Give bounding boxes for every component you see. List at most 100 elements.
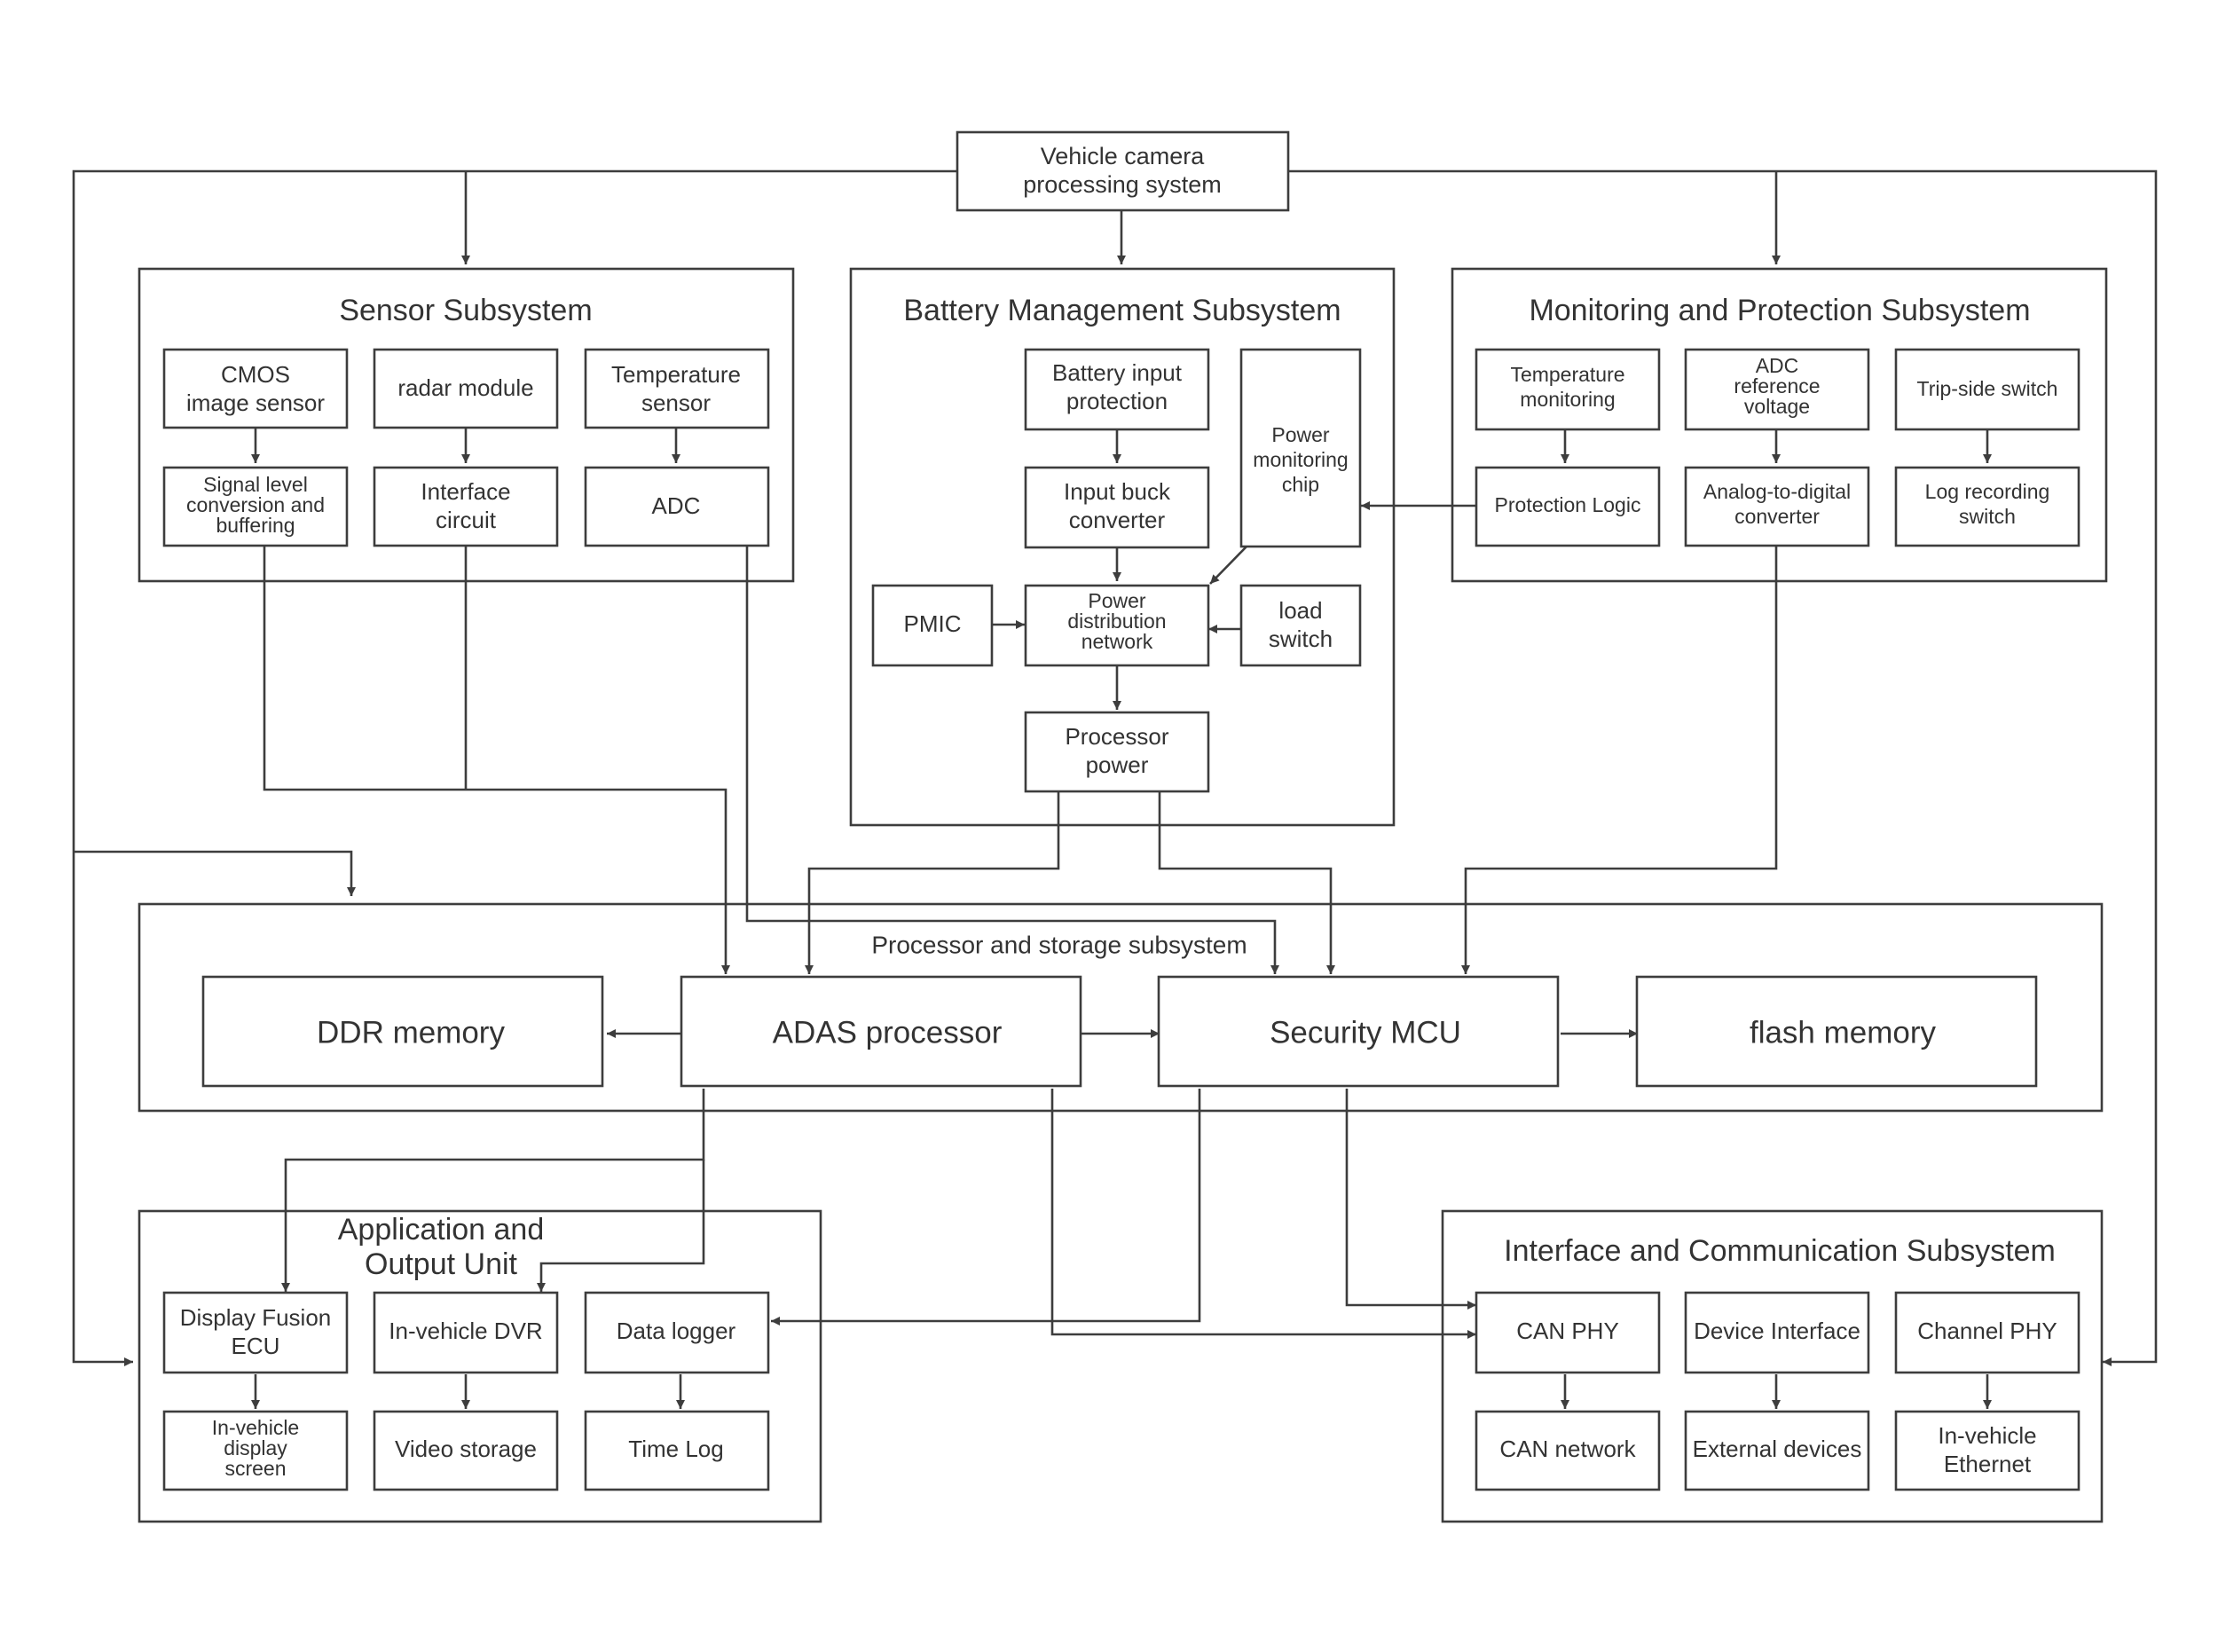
display-fusion-ecu-box: Display Fusion ECU bbox=[162, 1291, 349, 1374]
application-subsystem: Application and Output Unit Display Fusi… bbox=[138, 1209, 822, 1523]
monitoring-subsystem-title: Monitoring and Protection Subsystem bbox=[1529, 294, 2030, 327]
temperature-monitoring-box: Temperature monitoring bbox=[1475, 348, 1661, 431]
can-phy-label: CAN PHY bbox=[1516, 1318, 1619, 1344]
distribution-line1: Power bbox=[1088, 589, 1146, 612]
display-screen-box: In-vehicle display screen bbox=[162, 1410, 349, 1491]
can-network-label: CAN network bbox=[1499, 1436, 1636, 1462]
sensor-adc-label: ADC bbox=[652, 492, 701, 519]
time-log-label: Time Log bbox=[628, 1436, 723, 1462]
application-title-line1: Application and bbox=[338, 1213, 545, 1247]
connector-monitor-to-distribution bbox=[1209, 546, 1247, 585]
signal-level-line1: Signal level bbox=[203, 473, 308, 496]
connector-adc-to-mcu bbox=[745, 544, 1279, 974]
top-label-line2: processing system bbox=[1023, 171, 1222, 198]
radar-module-box: radar module bbox=[373, 348, 559, 429]
battery-protection-line1: Battery input bbox=[1052, 359, 1183, 386]
power-monitoring-line2: monitoring bbox=[1253, 448, 1348, 471]
load-switch-line1: load bbox=[1278, 597, 1322, 624]
cmos-label-line2: image sensor bbox=[186, 389, 325, 416]
signal-level-line2: conversion and bbox=[186, 493, 325, 516]
display-screen-line2: display bbox=[224, 1436, 287, 1459]
distribution-line2: distribution bbox=[1067, 610, 1166, 633]
flash-label: flash memory bbox=[1750, 1015, 1937, 1050]
data-logger-box: Data logger bbox=[584, 1291, 770, 1374]
ddr-memory-box: DDR memory bbox=[201, 975, 604, 1088]
ethernet-line1: In-vehicle bbox=[1938, 1422, 2036, 1449]
processor-subsystem-title: Processor and storage subsystem bbox=[871, 931, 1247, 958]
log-switch-line2: switch bbox=[1959, 505, 2016, 528]
external-devices-box: External devices bbox=[1684, 1410, 1870, 1491]
connector-adas-to-can bbox=[1050, 1089, 1476, 1339]
adas-processor-box: ADAS processor bbox=[680, 975, 1082, 1088]
connector-top-to-interface bbox=[1287, 169, 2158, 1366]
protection-logic-box: Protection Logic bbox=[1475, 466, 1661, 547]
distribution-line3: network bbox=[1081, 630, 1153, 653]
connector-adas-to-dvr bbox=[537, 1160, 705, 1292]
buck-line1: Input buck bbox=[1064, 478, 1171, 505]
interface-circuit-box: Interface circuit bbox=[373, 466, 559, 547]
adc-reference-line2: reference bbox=[1734, 374, 1820, 397]
interface-subsystem: Interface and Communication Subsystem CA… bbox=[1441, 1209, 2104, 1523]
video-storage-box: Video storage bbox=[373, 1410, 559, 1491]
mcu-label: Security MCU bbox=[1270, 1015, 1461, 1050]
sensor-adc-box: ADC bbox=[584, 466, 770, 547]
adc-converter-line2: converter bbox=[1734, 505, 1820, 528]
adc-reference-voltage-box: ADC reference voltage bbox=[1684, 348, 1870, 431]
top-label-line1: Vehicle camera bbox=[1041, 143, 1206, 169]
can-network-box: CAN network bbox=[1475, 1410, 1661, 1491]
display-screen-line1: In-vehicle bbox=[212, 1416, 299, 1439]
pmic-box: PMIC bbox=[871, 584, 994, 667]
temp-sensor-line2: sensor bbox=[641, 389, 711, 416]
trip-side-switch-box: Trip-side switch bbox=[1894, 348, 2080, 431]
log-switch-line1: Log recording bbox=[1925, 480, 2050, 503]
input-buck-converter-box: Input buck converter bbox=[1024, 466, 1210, 549]
display-screen-line3: screen bbox=[224, 1457, 286, 1480]
display-fusion-line1: Display Fusion bbox=[180, 1304, 332, 1331]
trip-switch-label: Trip-side switch bbox=[1917, 377, 2058, 400]
device-interface-label: Device Interface bbox=[1694, 1318, 1860, 1344]
can-phy-box: CAN PHY bbox=[1475, 1291, 1661, 1374]
video-storage-label: Video storage bbox=[395, 1436, 537, 1462]
power-monitoring-line3: chip bbox=[1282, 473, 1319, 496]
connector-adas-to-display bbox=[281, 1089, 705, 1292]
in-vehicle-dvr-box: In-vehicle DVR bbox=[373, 1291, 559, 1374]
adc-reference-line3: voltage bbox=[1744, 395, 1810, 418]
battery-subsystem: Battery Management Subsystem Battery inp… bbox=[849, 267, 1396, 827]
ethernet-line2: Ethernet bbox=[1944, 1451, 2032, 1477]
ddr-label: DDR memory bbox=[317, 1015, 505, 1050]
log-recording-switch-box: Log recording switch bbox=[1894, 466, 2080, 547]
cmos-label-line1: CMOS bbox=[221, 361, 290, 388]
temp-monitoring-line1: Temperature bbox=[1510, 363, 1624, 386]
buck-line2: converter bbox=[1069, 507, 1166, 533]
connector-power-to-mcu bbox=[1158, 791, 1335, 974]
connector-mcu-to-can bbox=[1345, 1089, 1476, 1310]
signal-level-line3: buffering bbox=[216, 514, 295, 537]
radar-label: radar module bbox=[397, 374, 533, 401]
power-monitoring-line1: Power bbox=[1271, 423, 1330, 446]
connector-top-to-processor bbox=[74, 850, 356, 896]
processor-power-line1: Processor bbox=[1065, 723, 1168, 750]
processor-subsystem: Processor and storage subsystem DDR memo… bbox=[138, 902, 2104, 1113]
channel-phy-box: Channel PHY bbox=[1894, 1291, 2080, 1374]
device-interface-box: Device Interface bbox=[1684, 1291, 1870, 1374]
load-switch-line2: switch bbox=[1269, 625, 1333, 652]
power-distribution-network-box: Power distribution network bbox=[1024, 584, 1210, 667]
battery-protection-line2: protection bbox=[1066, 388, 1168, 414]
dvr-label: In-vehicle DVR bbox=[389, 1318, 542, 1344]
cmos-sensor-box: CMOS image sensor bbox=[162, 348, 349, 429]
connector-mcu-to-logger bbox=[771, 1089, 1201, 1326]
time-log-box: Time Log bbox=[584, 1410, 770, 1491]
adc-converter-box: Analog-to-digital converter bbox=[1684, 466, 1870, 547]
top-system-box: Vehicle camera processing system bbox=[956, 130, 1290, 212]
battery-input-protection-box: Battery input protection bbox=[1024, 348, 1210, 431]
connectors bbox=[72, 169, 2158, 1409]
data-logger-label: Data logger bbox=[617, 1318, 736, 1344]
temperature-sensor-box: Temperature sensor bbox=[584, 348, 770, 429]
temp-monitoring-line2: monitoring bbox=[1520, 388, 1615, 411]
adas-label: ADAS processor bbox=[773, 1015, 1003, 1050]
application-title-line2: Output Unit bbox=[365, 1247, 518, 1281]
protection-logic-label: Protection Logic bbox=[1495, 493, 1641, 516]
interface-circuit-line2: circuit bbox=[436, 507, 497, 533]
in-vehicle-ethernet-box: In-vehicle Ethernet bbox=[1894, 1410, 2080, 1491]
